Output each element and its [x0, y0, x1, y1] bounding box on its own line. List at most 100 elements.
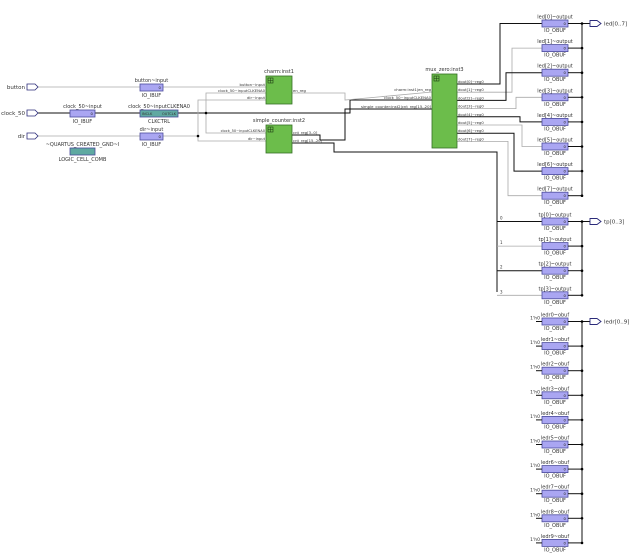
counter-title: simple_counter:inst2 [253, 118, 305, 124]
input-cell-type: IO_IBUF [142, 142, 161, 148]
output-pin-label: led[0..7] [604, 22, 627, 28]
junction-dot [580, 145, 584, 148]
junction-dot [580, 294, 584, 297]
hierarchy-expand-icon-cross [434, 76, 439, 81]
output-pin[interactable] [589, 318, 602, 325]
junction-dot [580, 269, 584, 273]
obuf-port-label: o [564, 467, 567, 472]
mux-output-port: dout[2]~reg0 [458, 95, 484, 100]
input-pin-dir[interactable] [26, 132, 39, 140]
constant-input-label: 1'h0 [530, 439, 540, 445]
ledr_outputs-obuf-name: ledr4~obuf [541, 411, 569, 417]
charm-input-port: clock_50~inputCLKENA0 [218, 88, 266, 93]
output-pin[interactable] [589, 20, 602, 27]
output-pin[interactable] [589, 218, 602, 225]
obuf-port-label: o [564, 193, 567, 198]
junction-dot [580, 244, 584, 248]
input-cell-1[interactable] [69, 109, 96, 118]
obuf-port-label: o [564, 169, 567, 174]
junction-dot [580, 344, 584, 348]
input-cell-type: IO_IBUF [142, 93, 161, 99]
tp-bit-label: 0 [500, 216, 503, 221]
junction-dot [580, 517, 584, 520]
wire-en-reg [292, 91, 433, 101]
input-pin-label: clock_50 [1, 111, 25, 117]
counter-output-port: cnt_reg[3..0] [293, 130, 318, 135]
wire-dout-4 [457, 116, 542, 123]
input-cell-2[interactable] [139, 109, 179, 118]
obuf-type: IO_OBUF [544, 326, 566, 332]
input-cell-name: dir~input [140, 127, 164, 133]
obuf-type: IO_OBUF [544, 547, 566, 553]
obuf-type: IO_OBUF [544, 351, 566, 357]
obuf-type: IO_OBUF [544, 449, 566, 455]
clkctrl-port-out: OUTCLK [162, 112, 177, 116]
obuf-port-label: o [564, 344, 567, 349]
obuf-type: IO_OBUF [544, 474, 566, 480]
obuf-port-label: o [564, 70, 567, 75]
output-pin-label: tp[0..3] [604, 220, 624, 226]
constant-input-label: 1'h0 [530, 488, 540, 494]
constant-input-label: 1'h0 [530, 340, 540, 346]
obuf-port-label: o [564, 293, 567, 298]
hierarchy-expand-icon-cross [268, 127, 273, 132]
input-cell-4[interactable] [69, 147, 96, 156]
obuf-type: IO_OBUF [544, 176, 566, 182]
cell-port-label: o [159, 134, 162, 139]
input-cell-name: clock_50~inputCLKENA0 [128, 104, 190, 110]
obuf-port-label: o [564, 268, 567, 273]
mux-output-port: dout[1]~reg0 [458, 87, 484, 92]
tp_outputs-obuf-name: tp[1]~output [539, 237, 572, 243]
constant-input-label: 1'h0 [530, 365, 540, 371]
obuf-type: IO_OBUF [544, 275, 566, 281]
wire-dout-1 [457, 47, 542, 93]
obuf-type: IO_OBUF [544, 151, 566, 157]
mux-input-port: charm:inst1|en_reg [394, 87, 431, 92]
counter-block[interactable] [265, 124, 293, 154]
ledr_outputs-obuf-name: ledr3~obuf [541, 386, 569, 392]
charm-output-port: en_reg [293, 88, 306, 93]
junction-dot [580, 96, 584, 99]
mux-block[interactable] [431, 73, 458, 149]
obuf-type: IO_OBUF [544, 126, 566, 132]
tp_outputs-obuf-name: tp[0]~output [539, 213, 572, 219]
constant-input-label: 1'h0 [530, 537, 540, 543]
tp_outputs-obuf-name: tp[2]~output [539, 262, 572, 268]
wire-clk-to-charm [205, 92, 266, 113]
obuf-port-label: o [564, 144, 567, 149]
input-pin-label: dir [18, 134, 26, 140]
obuf-type: IO_OBUF [544, 200, 566, 206]
input-cell-3[interactable] [139, 132, 164, 141]
obuf-type: IO_OBUF [544, 400, 566, 406]
cell-port-label: o [91, 111, 94, 116]
mux-output-port: dout[7]~reg0 [458, 136, 484, 141]
input-cell-type: IO_IBUF [73, 119, 92, 125]
junction-dot [580, 169, 584, 173]
input-cell-type: CLKCTRL [148, 119, 170, 125]
obuf-type: IO_OBUF [544, 226, 566, 232]
obuf-port-label: o [564, 119, 567, 124]
input-cell-0[interactable] [139, 83, 164, 92]
mux-output-port: dout[3]~reg0 [458, 104, 484, 109]
wire-dout-5 [457, 124, 542, 147]
obuf-port-label: o [564, 319, 567, 324]
charm-block[interactable] [265, 75, 293, 105]
input-pin-clock50[interactable] [26, 109, 39, 117]
input-cell-name: clock_50~input [63, 104, 102, 110]
junction-dot [580, 46, 584, 50]
ledr_outputs-obuf-name: ledr8~obuf [541, 509, 569, 515]
input-cell-name: ~QUARTUS_CREATED_GND~I [46, 142, 120, 148]
ledr_outputs-obuf-name: ledr5~obuf [541, 436, 569, 442]
tp-bit-label: 1 [500, 240, 503, 245]
led_outputs-obuf-name: led[2]~output [537, 64, 572, 70]
wire-cnt-to-mux [292, 108, 432, 141]
input-pin-button[interactable] [26, 83, 39, 91]
ledr_outputs-obuf-name: ledr7~obuf [541, 485, 569, 491]
junction-dot [196, 134, 200, 138]
obuf-type: IO_OBUF [544, 28, 566, 34]
tp-bit-label: 2 [500, 265, 503, 270]
wire-dout-2 [457, 72, 542, 101]
mux-output-port: dout[4]~reg0 [458, 112, 484, 117]
